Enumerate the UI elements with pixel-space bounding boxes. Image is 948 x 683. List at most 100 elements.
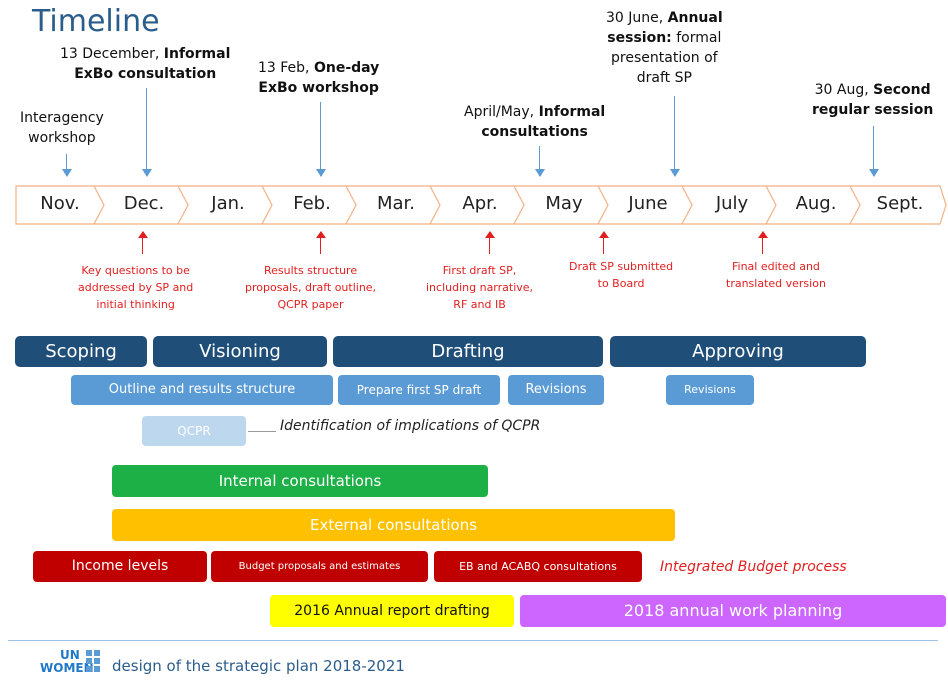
annotation-bold-text: Informal bbox=[163, 46, 231, 62]
note-feb: Results structure proposals, draft outli… bbox=[245, 262, 376, 313]
month-label: Sept. bbox=[876, 193, 924, 214]
month-label: June bbox=[628, 193, 668, 214]
annotation-bold-text: ExBo consultation bbox=[74, 66, 217, 82]
arrow-feb bbox=[316, 102, 326, 177]
annotation-line: 13 Feb, One-day bbox=[258, 58, 379, 78]
note-line: Results structure bbox=[263, 264, 358, 277]
annotation-bold-text: Informal bbox=[538, 104, 606, 120]
annotation-text: 13 December, bbox=[60, 46, 164, 62]
chevron-separator bbox=[345, 185, 357, 225]
annotation-text: 30 June, bbox=[606, 10, 668, 26]
page-title: Timeline bbox=[32, 4, 160, 39]
annotation-line: ExBo consultation bbox=[60, 64, 230, 84]
annotation-text: formal bbox=[671, 30, 722, 46]
chevron-separator bbox=[261, 185, 273, 225]
annotation-line: session: formal bbox=[606, 28, 723, 48]
annotation-bold-text: session: bbox=[607, 30, 672, 46]
logo-symbol-icon bbox=[86, 650, 100, 672]
note-line: Draft SP submitted bbox=[569, 260, 674, 273]
annotation-text: 13 Feb, bbox=[258, 60, 314, 76]
annotation-line: 30 June, Annual bbox=[606, 8, 723, 28]
annotation-line: draft SP bbox=[636, 70, 692, 86]
subphase-revisions-1: Revisions bbox=[508, 375, 604, 405]
phase-drafting: Drafting bbox=[333, 336, 603, 367]
bar-annual-report-drafting: 2016 Annual report drafting bbox=[270, 595, 514, 627]
phase-approving: Approving bbox=[610, 336, 866, 367]
subphase-outline: Outline and results structure bbox=[71, 375, 333, 405]
annotation-feb-exbo-workshop: 13 Feb, One-day ExBo workshop bbox=[258, 58, 379, 98]
month-label: Mar. bbox=[376, 193, 416, 214]
chevron-separator bbox=[93, 185, 105, 225]
annotation-line: Interagency bbox=[20, 110, 104, 126]
chevron-separator bbox=[765, 185, 777, 225]
qcpr-connector bbox=[248, 431, 276, 432]
annotation-interagency-workshop: Interagency workshop bbox=[20, 108, 104, 148]
note-line: addressed by SP and bbox=[78, 281, 194, 294]
chevron-separator bbox=[429, 185, 441, 225]
footer-text: design of the strategic plan 2018-2021 bbox=[112, 657, 405, 675]
bar-budget-proposals: Budget proposals and estimates bbox=[211, 551, 428, 582]
chevron-separator bbox=[681, 185, 693, 225]
subphase-qcpr: QCPR bbox=[142, 416, 246, 446]
month-label: July bbox=[715, 193, 749, 214]
month-label: Feb. bbox=[293, 193, 331, 214]
month-label: Aug. bbox=[795, 193, 837, 214]
month-label: Jan. bbox=[211, 193, 245, 214]
qcpr-note: Identification of implications of QCPR bbox=[280, 418, 541, 434]
annotation-text: April/May, bbox=[464, 104, 539, 120]
annotation-line: ExBo workshop bbox=[258, 78, 379, 98]
month-chevrons bbox=[93, 185, 861, 225]
bar-internal-consultations: Internal consultations bbox=[112, 465, 488, 497]
month-label: Apr. bbox=[462, 193, 498, 214]
note-line: Key questions to be bbox=[81, 264, 190, 277]
phase-visioning: Visioning bbox=[153, 336, 327, 367]
annotation-june-annual-session: 30 June, Annual session: formal presenta… bbox=[606, 8, 723, 88]
bar-external-consultations: External consultations bbox=[112, 509, 675, 541]
subphase-revisions-2: Revisions bbox=[666, 375, 754, 405]
arrow-june bbox=[670, 96, 680, 177]
annotation-line: 13 December, Informal bbox=[60, 44, 230, 64]
note-dec: Key questions to be addressed by SP and … bbox=[78, 262, 193, 313]
chevron-separator bbox=[177, 185, 189, 225]
annotation-aug-second-session: 30 Aug, Second regular session bbox=[812, 80, 933, 120]
note-line: RF and IB bbox=[453, 298, 506, 311]
red-arrow-apr bbox=[485, 231, 495, 254]
arrow-aprmay bbox=[535, 146, 545, 177]
annotation-line: April/May, Informal bbox=[464, 102, 605, 122]
annotation-line: 30 Aug, Second bbox=[812, 80, 933, 100]
bar-income-levels: Income levels bbox=[33, 551, 207, 582]
note-line: QCPR paper bbox=[277, 298, 344, 311]
note-june: Draft SP submitted to Board bbox=[569, 258, 673, 292]
note-line: to Board bbox=[597, 277, 645, 290]
annotation-line: workshop bbox=[28, 130, 96, 146]
annotation-line: consultations bbox=[464, 122, 605, 142]
month-label: May bbox=[545, 193, 583, 214]
bar-work-planning: 2018 annual work planning bbox=[520, 595, 946, 627]
logo-text-women: WOMEN bbox=[40, 661, 94, 675]
arrow-dec bbox=[142, 88, 152, 177]
note-july: Final edited and translated version bbox=[726, 258, 826, 292]
chevron-separator bbox=[513, 185, 525, 225]
annotation-bold-text: ExBo workshop bbox=[258, 80, 379, 96]
annotation-line: regular session bbox=[812, 100, 933, 120]
month-timeline bbox=[15, 185, 947, 225]
annotation-bold-text: regular session bbox=[812, 102, 934, 118]
annotation-line: presentation of bbox=[611, 50, 718, 66]
chevron-separator bbox=[849, 185, 861, 225]
footer-divider bbox=[8, 640, 938, 641]
red-arrow-feb bbox=[316, 231, 326, 254]
annotation-bold-text: One-day bbox=[313, 60, 380, 76]
month-label: Nov. bbox=[40, 193, 80, 214]
annotation-aprmay-informal: April/May, Informal consultations bbox=[464, 102, 605, 142]
note-line: initial thinking bbox=[96, 298, 175, 311]
annotation-dec-informal-exbo: 13 December, Informal ExBo consultation bbox=[60, 44, 230, 84]
note-line: First draft SP, bbox=[442, 264, 517, 277]
annotation-bold-text: Annual bbox=[667, 10, 723, 26]
arrow-aug bbox=[869, 126, 879, 177]
timeline-frame bbox=[15, 185, 947, 225]
month-label: Dec. bbox=[123, 193, 165, 214]
note-line: including narrative, bbox=[426, 281, 534, 294]
logo-text-un: UN bbox=[60, 648, 80, 662]
arrow-interagency bbox=[62, 154, 72, 177]
note-line: proposals, draft outline, bbox=[245, 281, 377, 294]
